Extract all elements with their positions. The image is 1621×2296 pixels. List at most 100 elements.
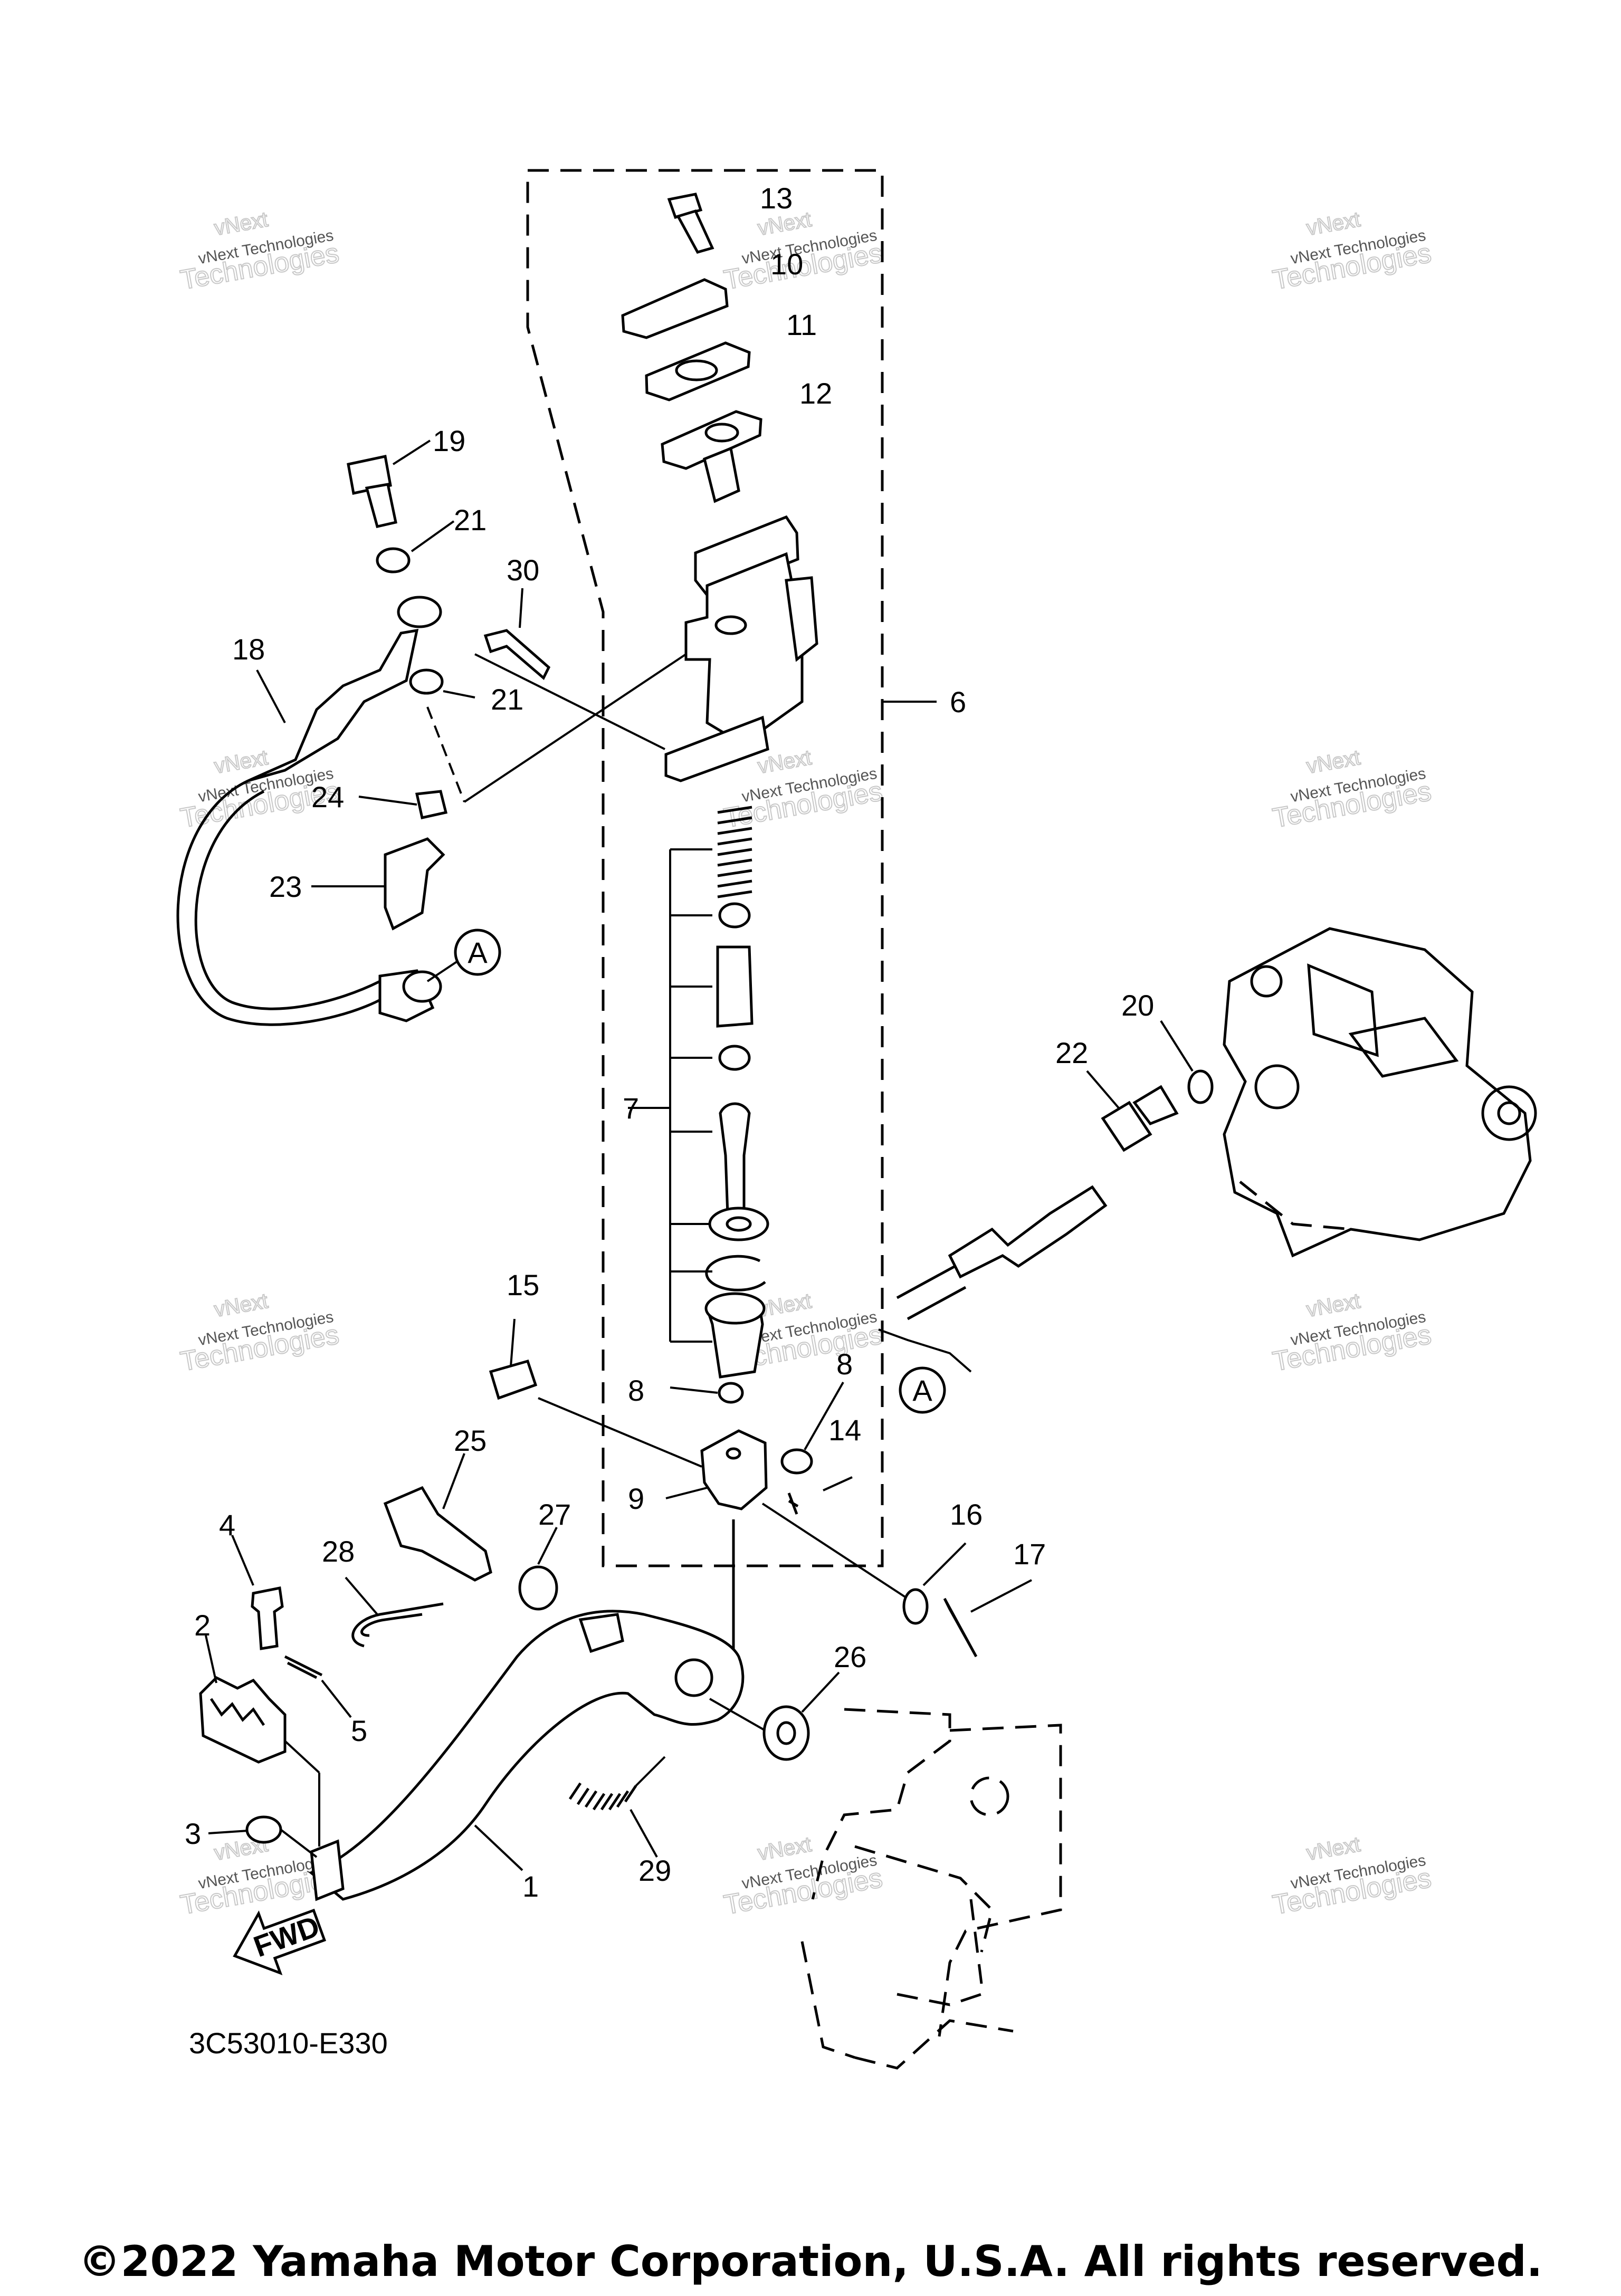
link-line-15	[538, 1397, 702, 1468]
watermark: vNext vNext Technologies Technologies	[178, 1289, 342, 1378]
washer-16	[902, 1588, 929, 1625]
leader-8a	[670, 1386, 718, 1394]
callout-18: 18	[232, 633, 265, 666]
connector-a-right-label: A	[912, 1374, 932, 1407]
leader-14	[823, 1476, 853, 1491]
watermark-top: vNext	[756, 1833, 813, 1865]
leader-30	[519, 588, 523, 628]
leader-17	[970, 1579, 1032, 1613]
leader-27	[537, 1527, 558, 1565]
callout-7: 7	[623, 1092, 639, 1125]
callout-6: 6	[950, 685, 966, 719]
callout-23: 23	[269, 870, 302, 903]
callout-9: 9	[628, 1482, 644, 1515]
watermark: vNext vNext Technologies Technologies	[721, 1832, 885, 1921]
leader-28	[345, 1576, 378, 1615]
cotter-pin-5	[284, 1655, 323, 1679]
callout-24: 24	[311, 780, 344, 814]
callout-16: 16	[950, 1498, 983, 1531]
nut-8	[718, 1382, 744, 1404]
watermark: vNext vNext Technologies Technologies	[1270, 207, 1434, 296]
leader-1	[474, 1824, 523, 1871]
callout-12: 12	[799, 377, 832, 410]
connector-a-right-leader	[878, 1328, 972, 1373]
hose-break	[896, 1265, 956, 1299]
callout-22: 22	[1055, 1036, 1088, 1069]
pedal-pivot	[674, 1658, 713, 1697]
leader-22	[1086, 1070, 1120, 1109]
callout-8a: 8	[628, 1374, 644, 1407]
connector-a-left-label: A	[468, 936, 488, 969]
callout-1: 1	[522, 1870, 539, 1903]
callout-21b: 21	[491, 683, 523, 716]
hose-fitting-top	[247, 628, 419, 782]
callout-19: 19	[433, 424, 465, 457]
bolt-13	[667, 193, 714, 254]
link-line-16	[761, 1503, 909, 1600]
callout-15: 15	[507, 1268, 539, 1302]
leader-24	[358, 796, 417, 806]
internal-parts-7	[628, 806, 769, 1379]
shaft-25	[383, 1486, 492, 1582]
callout-8b: 8	[836, 1347, 853, 1381]
connector-a-right	[899, 1366, 946, 1414]
clip-27	[518, 1565, 558, 1611]
nut-8b	[780, 1448, 813, 1475]
leader-20	[1160, 1020, 1194, 1072]
link-line-21	[426, 706, 465, 802]
diagram-code: 3C53010-E330	[189, 2026, 388, 2060]
hair-pin-28	[351, 1602, 444, 1648]
watermark: vNext vNext Technologies Technologies	[721, 207, 885, 296]
gasket-21a	[376, 547, 411, 573]
callout-10: 10	[770, 247, 803, 281]
connector-a-left-leader	[426, 959, 460, 982]
watermarks: vNext vNext Technologies Technologies vN…	[178, 207, 1434, 1921]
callout-30: 30	[507, 553, 539, 587]
spring-29	[568, 1782, 637, 1811]
watermark: vNext vNext Technologies Technologies	[1270, 745, 1434, 835]
bolt-24	[415, 790, 448, 819]
callout-2: 2	[194, 1609, 211, 1642]
leader-21a	[411, 520, 455, 552]
connector-a-left	[454, 929, 501, 976]
watermark-top: vNext	[213, 746, 270, 778]
piston	[716, 945, 754, 1028]
copyright-notice: ©2022 Yamaha Motor Corporation, U.S.A. A…	[78, 2237, 1543, 2286]
pin-4	[251, 1586, 284, 1650]
push-rod	[719, 1102, 751, 1231]
leader-4	[231, 1535, 254, 1586]
leader-25	[442, 1453, 465, 1509]
clamp-23	[384, 837, 445, 931]
pedal-tip	[310, 1839, 345, 1901]
assembly-boundary	[526, 169, 884, 1567]
cap-10	[621, 278, 729, 339]
spring	[717, 806, 752, 898]
boot-washer	[708, 1207, 769, 1241]
watermark-top: vNext	[1305, 1833, 1362, 1865]
watermark-top: vNext	[1305, 208, 1362, 240]
callout-11: 11	[786, 308, 817, 341]
caliper	[1223, 927, 1537, 1258]
watermark-top: vNext	[1305, 1289, 1362, 1322]
leader-15	[510, 1318, 516, 1367]
watermark: vNext vNext Technologies Technologies	[178, 207, 342, 296]
leader-9	[665, 1487, 708, 1499]
pin-14	[787, 1493, 799, 1515]
callout-4: 4	[219, 1508, 235, 1542]
plate-11-hole	[675, 359, 718, 381]
callout-20: 20	[1121, 989, 1154, 1022]
leader-3	[208, 1830, 249, 1834]
callouts: 1 2 3 4 5 6 7 8 8 9 10 11 12 13 14 15 16…	[185, 181, 1154, 1903]
leader-19	[392, 439, 431, 465]
union-22	[1101, 1085, 1179, 1152]
watermark-top: vNext	[1305, 746, 1362, 778]
link-line-30	[474, 653, 665, 750]
washer-26	[762, 1705, 810, 1761]
leader-26	[801, 1671, 840, 1713]
callout-3: 3	[185, 1817, 201, 1850]
watermark: vNext vNext Technologies Technologies	[1270, 1832, 1434, 1921]
banjo-eye	[397, 596, 442, 628]
callout-29: 29	[638, 1854, 671, 1887]
callout-17: 17	[1013, 1537, 1046, 1571]
callout-21a: 21	[454, 503, 487, 537]
